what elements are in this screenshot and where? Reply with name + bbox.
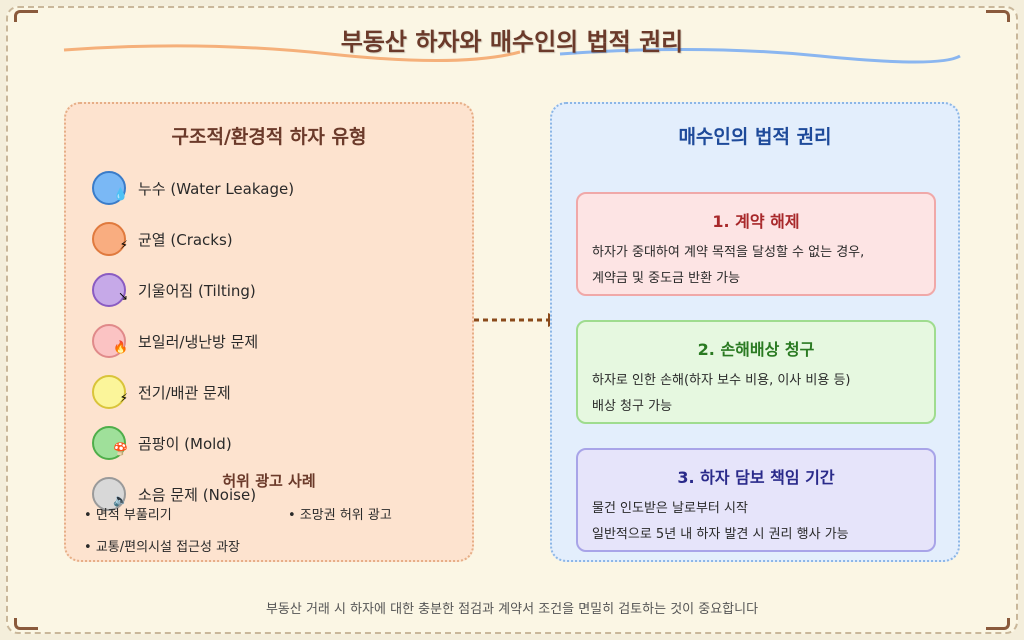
defect-item: 🔥 보일러/냉난방 문제 (92, 321, 258, 361)
defect-circle: 🔈 (92, 477, 128, 511)
wave-left (63, 44, 521, 62)
defect-label: 보일러/냉난방 문제 (138, 332, 259, 351)
false-ad-item: • 조망권 허위 광고 (288, 508, 392, 523)
defect-label: 소음 문제 (Noise) (138, 485, 257, 504)
page-title: 부동산 하자와 매수인의 법적 권리 (340, 28, 684, 56)
card-description: 하자가 중대하여 계약 목적을 달성할 수 없는 경우, 계약금 및 중도금 반환… (592, 240, 928, 292)
card-title: 3. 하자 담보 책임 기간 (677, 468, 835, 487)
defect-label: 전기/배관 문제 (138, 383, 231, 402)
defect-item: 🔈 소음 문제 (Noise) (92, 474, 256, 514)
defect-types-title: 구조적/환경적 하자 유형 (171, 126, 367, 148)
buyer-rights-title: 매수인의 법적 권리 (678, 126, 832, 148)
defect-circle: ⚡ (92, 222, 128, 256)
card-title: 2. 손해배상 청구 (697, 340, 815, 359)
defect-label: 균열 (Cracks) (138, 230, 233, 249)
defect-types-panel: 구조적/환경적 하자 유형 💧 누수 (Water Leakage) ⚡ 균열 (Cr… (64, 102, 474, 562)
card-description: 하자로 인한 손해(하자 보수 비용, 이사 비용 등) 배상 청구 가능 (592, 368, 928, 420)
water-drop-icon: 💧 (113, 187, 128, 201)
tilt-arrow-icon: ↘ (117, 289, 128, 303)
false-ads-heading: 허위 광고 사례 (222, 472, 316, 490)
defect-circle: 🔥 (92, 324, 128, 358)
card-description-line: 하자로 인한 손해(하자 보수 비용, 이사 비용 등) (592, 373, 851, 388)
card-description-line: 물건 인도받은 날로부터 시작 (592, 501, 748, 516)
false-ad-item: • 면적 부풀리기 (84, 508, 172, 523)
flame-icon: 🔥 (113, 340, 128, 354)
false-ad-item: • 교통/편의시설 접근성 과장 (84, 540, 241, 555)
defect-item: 🍄 곰팡이 (Mold) (92, 423, 232, 463)
defect-label: 곰팡이 (Mold) (138, 434, 232, 453)
defect-circle: 💧 (92, 171, 128, 205)
defect-circle: ↘ (92, 273, 128, 307)
lightning-icon: ⚡ (119, 391, 128, 405)
card-title: 1. 계약 해제 (712, 212, 800, 231)
footer-note: 부동산 거래 시 하자에 대한 충분한 점검과 계약서 조건을 면밀히 검토하는… (265, 602, 759, 617)
defect-item: ⚡ 전기/배관 문제 (92, 372, 231, 412)
corner-ornament-bottom-right (986, 618, 1010, 630)
defect-circle: 🍄 (92, 426, 128, 460)
defect-item: 💧 누수 (Water Leakage) (92, 168, 294, 208)
speaker-icon: 🔈 (113, 493, 128, 507)
defect-item: ↘ 기울어짐 (Tilting) (92, 270, 256, 310)
corner-ornament-bottom-left (14, 618, 38, 630)
card-description-line: 배상 청구 가능 (592, 399, 673, 414)
card-description-line: 계약금 및 중도금 반환 가능 (592, 271, 741, 286)
defect-label: 기울어짐 (Tilting) (138, 281, 256, 300)
defect-label: 누수 (Water Leakage) (138, 179, 295, 198)
corner-ornament-top-left (14, 10, 38, 22)
title-wave-decoration (63, 44, 961, 64)
wave-right (559, 47, 961, 64)
defect-item: ⚡ 균열 (Cracks) (92, 219, 233, 259)
defect-circle: ⚡ (92, 375, 128, 409)
card-description-line: 일반적으로 5년 내 하자 발견 시 권리 행사 가능 (592, 527, 849, 542)
card-description-line: 하자가 중대하여 계약 목적을 달성할 수 없는 경우, (592, 245, 865, 260)
corner-ornament-top-right (986, 10, 1010, 22)
lightning-icon: ⚡ (119, 238, 128, 252)
mold-icon: 🍄 (113, 442, 128, 456)
